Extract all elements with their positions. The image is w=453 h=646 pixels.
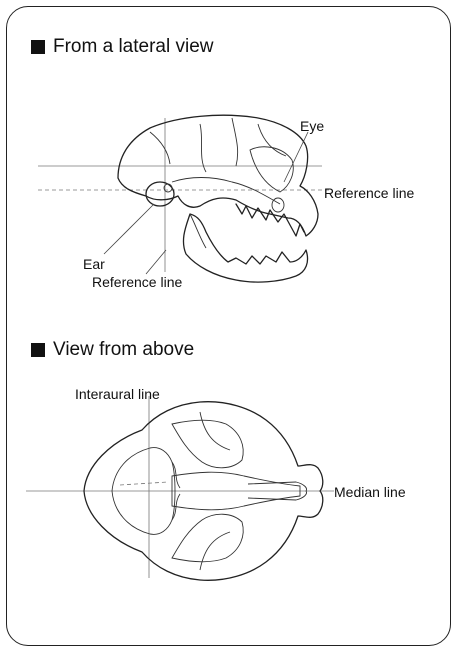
label-interaural-line: Interaural line [75,386,160,402]
dorsal-skull-diagram [0,0,453,617]
dorsal-zygomatic-right [172,514,243,562]
dorsal-midline-dashed [120,482,168,485]
label-median-line: Median line [334,484,406,500]
dorsal-zygomatic-left [172,420,243,468]
